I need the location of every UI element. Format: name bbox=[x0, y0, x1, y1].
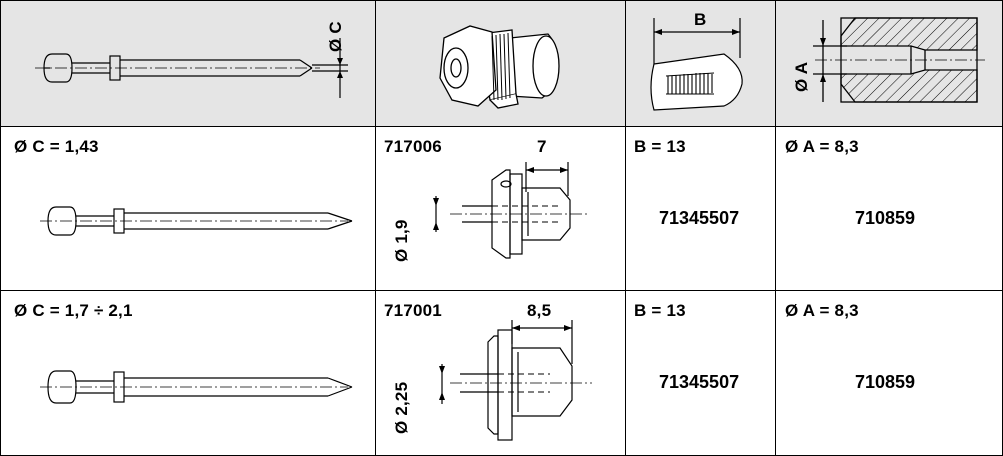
row1-nozzle-code: 717006 bbox=[384, 137, 442, 156]
row2-rivet-label: Ø C = 1,7 ÷ 2,1 bbox=[14, 301, 133, 320]
rivet-header-drawing bbox=[35, 38, 348, 98]
row1-jaw-code: 71345507 bbox=[659, 208, 740, 228]
nozzle-header-drawing bbox=[439, 25, 560, 109]
header-rivet-dim-label: Ø C bbox=[326, 21, 345, 52]
row1-nozzle-bore: Ø 1,9 bbox=[392, 219, 411, 262]
row1-rivet-drawing bbox=[40, 206, 353, 236]
row2-sleeve-code: 710859 bbox=[855, 372, 916, 392]
row1-nozzle-drawing bbox=[433, 162, 590, 259]
row1-rivet-label: Ø C = 1,43 bbox=[14, 137, 99, 156]
row2-sleeve-label: Ø A = 8,3 bbox=[785, 301, 859, 320]
row2-nozzle-code: 717001 bbox=[384, 301, 442, 320]
row2-nozzle-bore: Ø 2,25 bbox=[392, 381, 411, 434]
header-cutter-width-label: B bbox=[694, 10, 707, 29]
row1-sleeve-code: 710859 bbox=[855, 208, 916, 228]
row2-nozzle-drawing bbox=[439, 320, 592, 441]
row1-jaw-label: B = 13 bbox=[634, 137, 686, 156]
row1-nozzle-length: 7 bbox=[537, 137, 547, 156]
header-sleeve-dim-label: Ø A bbox=[792, 61, 811, 92]
row2-jaw-code: 71345507 bbox=[659, 372, 740, 392]
row2-nozzle-length: 8,5 bbox=[527, 301, 552, 320]
row1-sleeve-label: Ø A = 8,3 bbox=[785, 137, 859, 156]
jaw-header-drawing bbox=[650, 18, 743, 111]
row2-jaw-label: B = 13 bbox=[634, 301, 686, 320]
row2-rivet-drawing bbox=[40, 370, 353, 404]
sleeve-header-drawing bbox=[813, 17, 985, 103]
